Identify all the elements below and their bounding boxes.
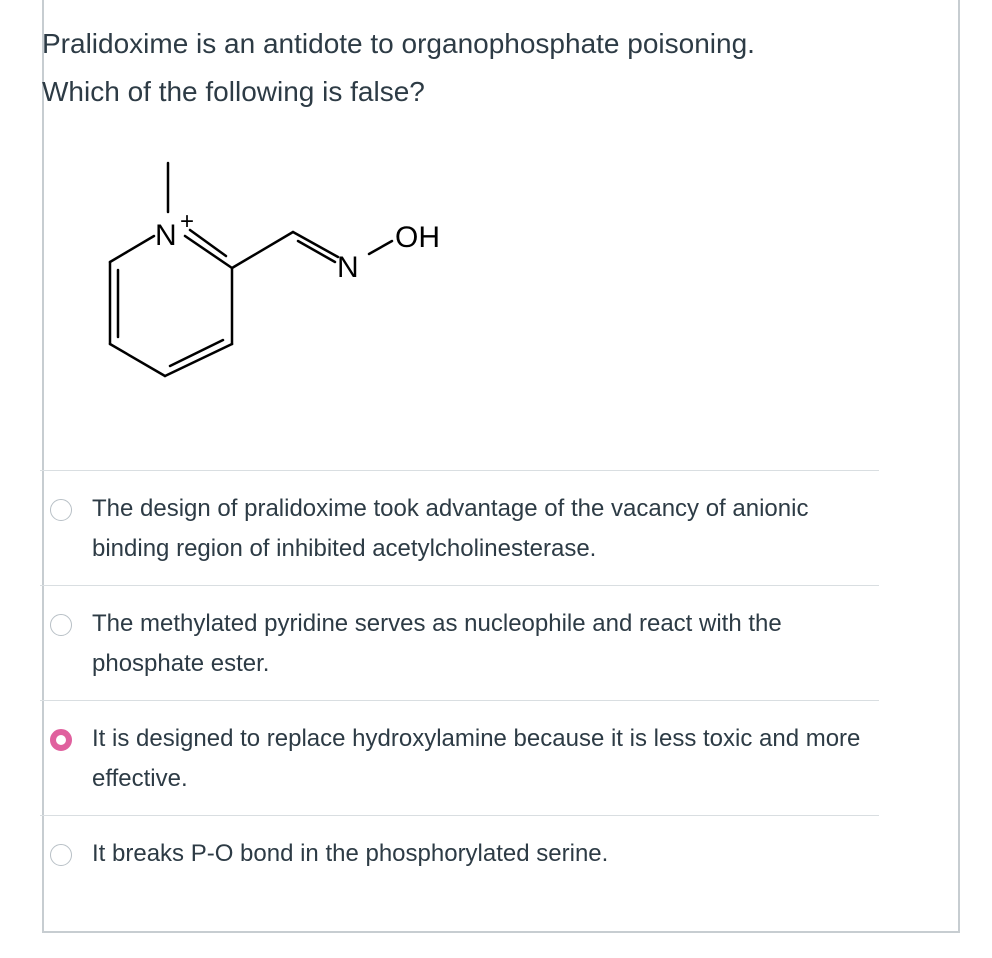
answer-text-1: The design of pralidoxime took advantage… <box>92 495 809 562</box>
pyridinium-nitrogen-label: N <box>155 219 177 252</box>
pralidoxime-structure-image: N + N OH <box>108 161 440 378</box>
answer-text-2: The methylated pyridine serves as nucleo… <box>92 610 782 677</box>
positive-charge-label: + <box>180 208 194 235</box>
answer-radio-1[interactable] <box>50 499 72 521</box>
answer-option-1[interactable]: The design of pralidoxime took advantage… <box>40 470 879 585</box>
answer-option-4[interactable]: It breaks P-O bond in the phosphorylated… <box>40 815 879 930</box>
answer-list: The design of pralidoxime took advantage… <box>40 470 879 930</box>
hydroxyl-label: OH <box>395 221 440 254</box>
question-text: Pralidoxime is an antidote to organophos… <box>42 20 882 116</box>
answer-radio-2[interactable] <box>50 614 72 636</box>
question-card <box>42 0 960 933</box>
question-line-2: Which of the following is false? <box>42 76 425 107</box>
question-line-1: Pralidoxime is an antidote to organophos… <box>42 28 755 59</box>
answer-option-3[interactable]: It is designed to replace hydroxylamine … <box>40 700 879 815</box>
answer-option-2[interactable]: The methylated pyridine serves as nucleo… <box>40 585 879 700</box>
answer-text-4: It breaks P-O bond in the phosphorylated… <box>92 840 609 867</box>
answer-radio-3[interactable] <box>50 729 72 751</box>
answer-text-3: It is designed to replace hydroxylamine … <box>92 725 861 792</box>
answer-radio-4[interactable] <box>50 844 72 866</box>
oxime-nitrogen-label: N <box>337 251 359 284</box>
